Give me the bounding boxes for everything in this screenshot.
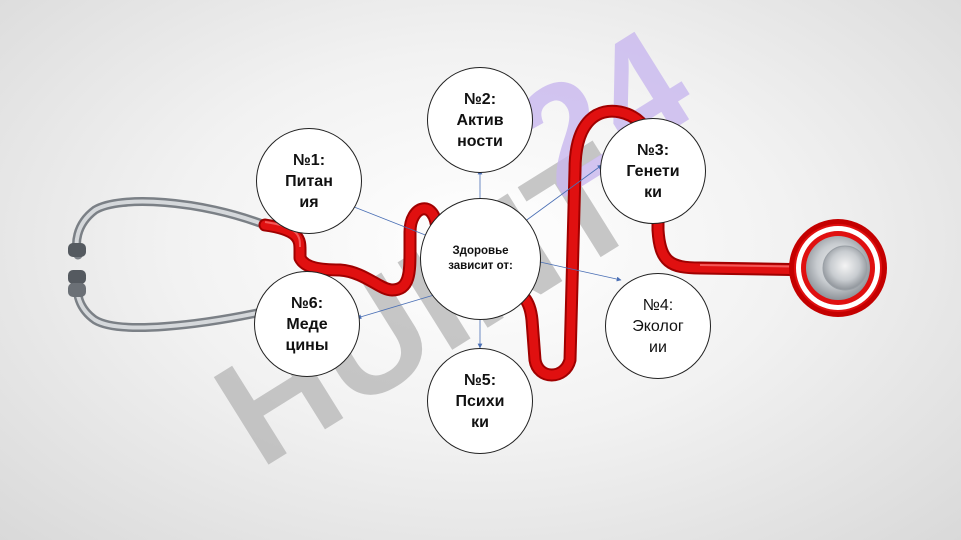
center-node-label: Здоровье зависит от: bbox=[448, 245, 513, 272]
arrow-to-n4 bbox=[539, 261, 622, 282]
arrow-to-n3 bbox=[523, 164, 603, 223]
node-4: №4: Эколог ии bbox=[605, 273, 711, 379]
node-5-label: №5: Психи ки bbox=[455, 371, 505, 431]
node-2: №2: Актив ности bbox=[427, 67, 533, 173]
node-3-label: №3: Генети ки bbox=[626, 141, 680, 201]
node-6-label: №6: Меде цины bbox=[285, 294, 329, 354]
node-2-label: №2: Актив ности bbox=[456, 90, 504, 150]
connector-arrows bbox=[343, 164, 622, 349]
center-node: Здоровье зависит от: bbox=[420, 198, 541, 320]
node-6: №6: Меде цины bbox=[254, 271, 360, 377]
arrow-to-n1 bbox=[343, 202, 439, 241]
node-1: №1: Питан ия bbox=[256, 128, 362, 234]
chest-piece bbox=[789, 219, 887, 317]
node-4-label: №4: Эколог ии bbox=[632, 296, 684, 356]
node-5: №5: Психи ки bbox=[427, 348, 533, 454]
arrow-to-n6 bbox=[356, 294, 435, 320]
binaural-tubes bbox=[68, 197, 270, 333]
node-1-label: №1: Питан ия bbox=[285, 151, 333, 211]
node-3: №3: Генети ки bbox=[600, 118, 706, 224]
